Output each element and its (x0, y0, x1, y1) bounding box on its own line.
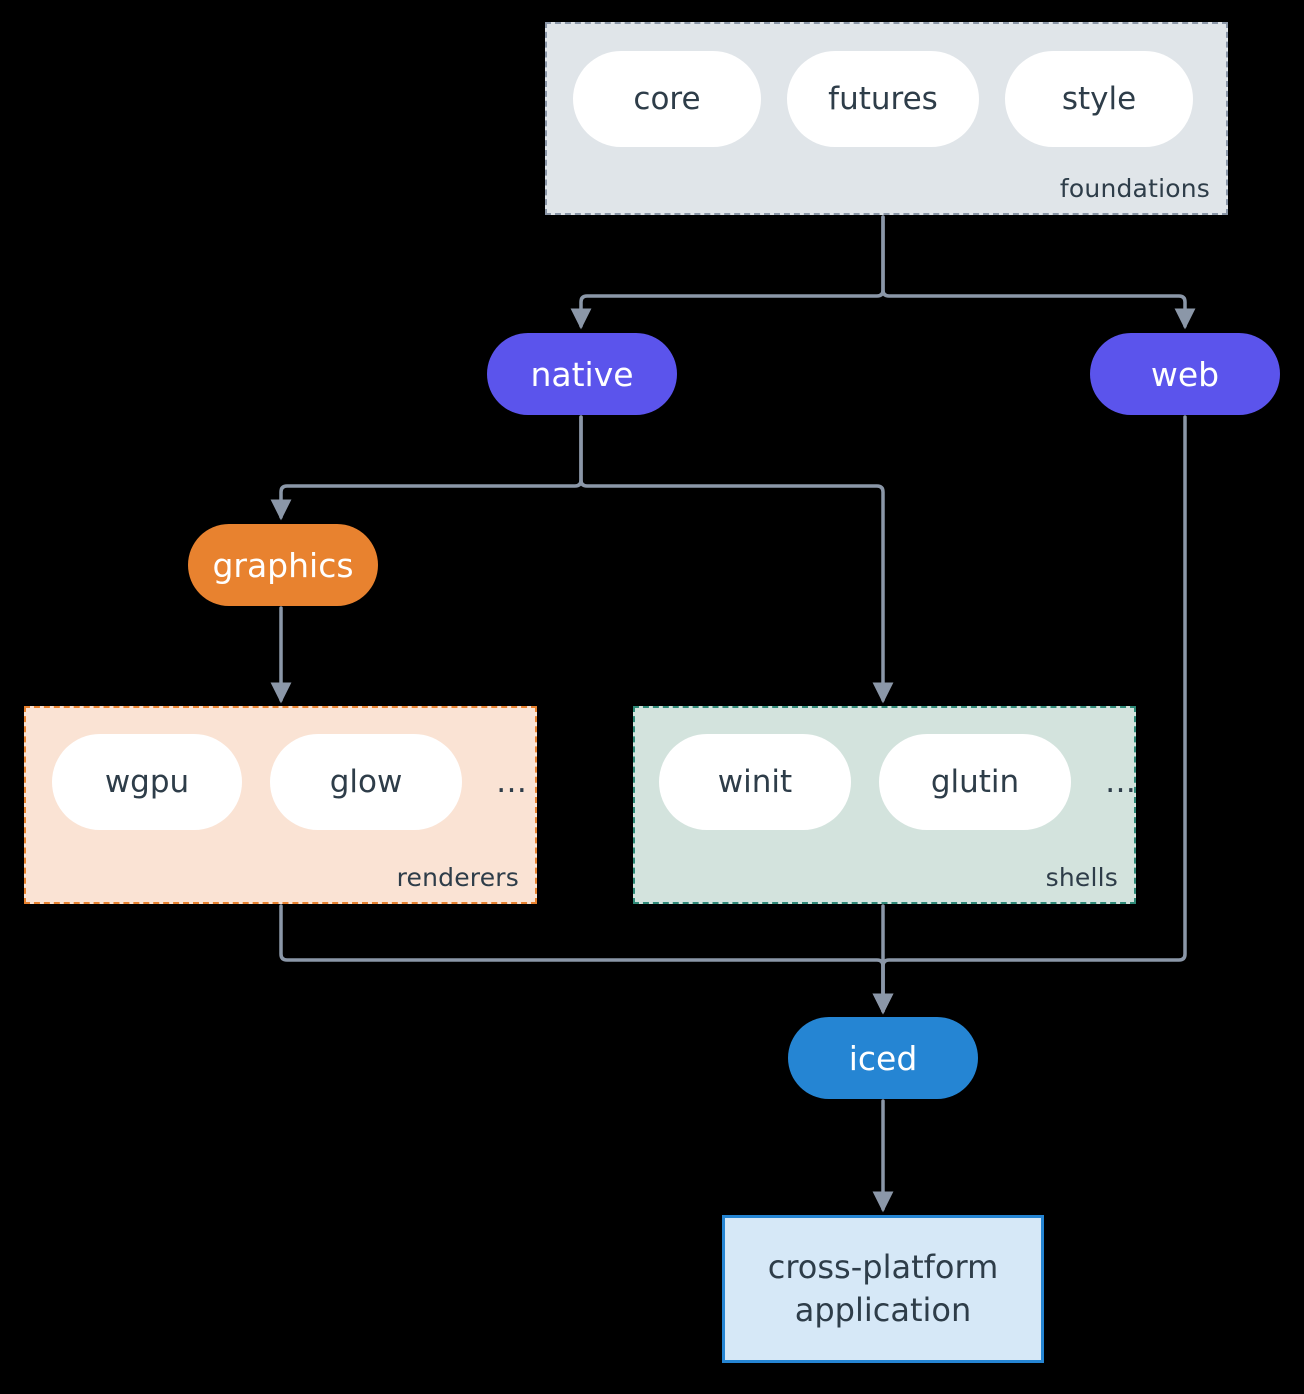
edge-renderers-iced (279, 904, 894, 1015)
chip-core[interactable]: core (573, 51, 761, 147)
edge-native-shells (579, 415, 894, 704)
chip-glutin[interactable]: glutin (879, 734, 1071, 830)
node-cross-platform-application[interactable]: cross-platform application (722, 1215, 1044, 1363)
chip-futures[interactable]: futures (787, 51, 979, 147)
group-label-shells: shells (1045, 863, 1118, 892)
foundations-items: core futures style (573, 51, 1193, 147)
edge-native-graphics (270, 415, 583, 521)
group-label-foundations: foundations (1059, 174, 1210, 203)
renderers-items: wgpu glow … (52, 734, 533, 830)
node-iced[interactable]: iced (788, 1017, 978, 1099)
edge-foundations-native (570, 215, 885, 330)
group-foundations: core futures style foundations (545, 22, 1228, 215)
chip-winit[interactable]: winit (659, 734, 851, 830)
node-native[interactable]: native (487, 333, 677, 415)
shells-more-ellipsis: … (1105, 763, 1136, 800)
node-web[interactable]: web (1090, 333, 1280, 415)
app-line-2: application (794, 1291, 972, 1329)
group-shells: winit glutin … shells (633, 706, 1136, 904)
node-graphics[interactable]: graphics (188, 524, 378, 606)
chip-style[interactable]: style (1005, 51, 1193, 147)
edge-foundations-web (881, 215, 1196, 330)
group-label-renderers: renderers (396, 863, 519, 892)
renderers-more-ellipsis: … (496, 763, 527, 800)
chip-wgpu[interactable]: wgpu (52, 734, 242, 830)
shells-items: winit glutin … (659, 734, 1142, 830)
chip-glow[interactable]: glow (270, 734, 462, 830)
app-line-1: cross-platform (767, 1247, 999, 1286)
group-renderers: wgpu glow … renderers (24, 706, 537, 904)
